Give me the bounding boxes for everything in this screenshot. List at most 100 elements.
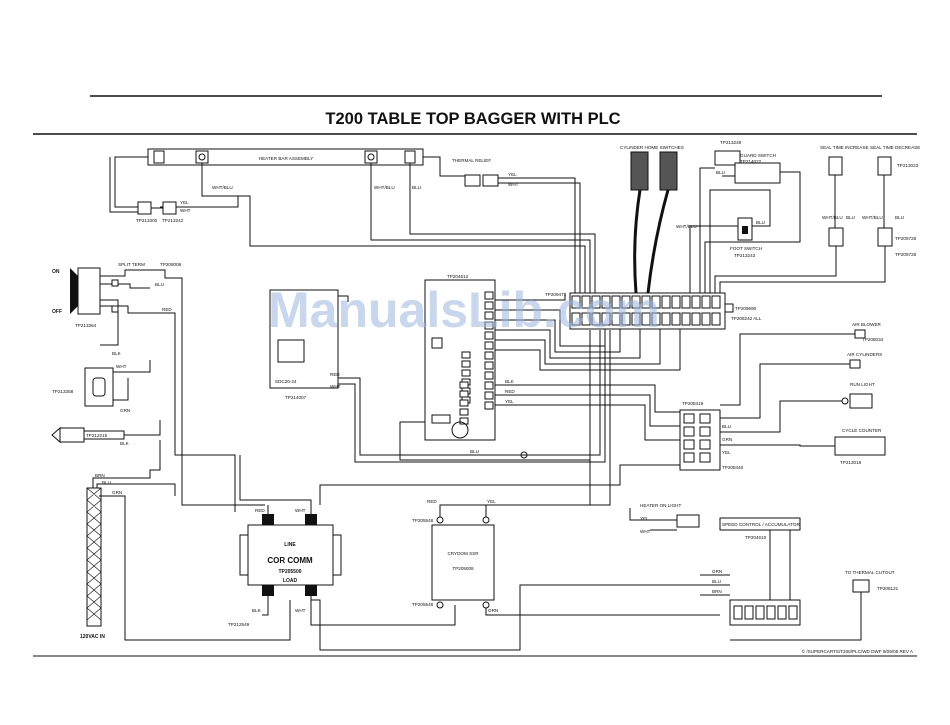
terminal-strip-cell (601, 295, 611, 309)
terminal-strip-cell (631, 312, 641, 326)
wire-label-red-4: RED (255, 508, 265, 513)
tp213242-label: TP213242 (162, 218, 184, 223)
wire-label-blu-8: BLU (470, 449, 479, 454)
tp208242-label: TP208242 ALL (731, 316, 762, 321)
terminal-strip-cell (631, 295, 641, 309)
seal-decrease-connector (877, 227, 893, 247)
tp213358-label: TP213358 (52, 389, 74, 394)
wire-label-blk-4: BLK (252, 608, 262, 613)
terminal-strip-cell (681, 312, 691, 326)
terminal-strip-cell (571, 295, 581, 309)
wire-label-wht-5: WHT (295, 508, 306, 513)
filter-brand-label: COR COMM (267, 556, 313, 565)
tp213364-label: TP213364 (75, 323, 97, 328)
air-cylinders-connector (849, 359, 861, 369)
seal-increase-connector (828, 227, 844, 247)
terminal-strip-cell (641, 295, 651, 309)
thermal-relief-socket (482, 174, 499, 187)
plc-terminal (484, 371, 494, 380)
filter-tp-label: TP205500 (278, 569, 301, 575)
terminal-strip-cell (701, 295, 711, 309)
footer-text: © /SUPERCARTS/T200/PLC/WD DWF 9/09/05 RE… (802, 648, 914, 654)
seal-decrease-pot (877, 156, 892, 176)
thermal-cutout-label: TO THERMAL CUTOUT (845, 570, 895, 575)
seal-time-decrease-label: SEAL TIME DECREASE (870, 145, 920, 150)
wire-label-red-2: RED (330, 372, 340, 377)
wire-label-blu-10: BLU (712, 579, 721, 584)
plc-terminal (484, 381, 494, 390)
wire-label-grn-4: GRN (488, 608, 498, 613)
terminal-strip-cell (581, 312, 591, 326)
cylinder-switch-2 (659, 151, 678, 191)
heater-on-light (676, 514, 700, 528)
wire-label-wht-blu-4: WHT/BLU (822, 215, 843, 220)
wire-label-grn-3: GRN (722, 437, 732, 442)
page-title: T200 TABLE TOP BAGGER WITH PLC (325, 110, 620, 128)
plc-terminal (484, 391, 494, 400)
plc-terminal (459, 381, 469, 389)
wire-label-brn-2: BRN (712, 589, 722, 594)
wire-label-wht-blu-2: WHT/BLU (374, 185, 395, 190)
terminal-strip-cell (711, 312, 721, 326)
terminal-strip-cell (661, 312, 671, 326)
plc-terminal (461, 351, 471, 359)
cycle-counter-label: CYCLE COUNTER (842, 428, 882, 433)
wire-label-yel-5: YEL (487, 499, 496, 504)
tp208440-label: TP208440 (722, 465, 744, 470)
heater-connector-b (162, 201, 177, 215)
plc-terminal (484, 361, 494, 370)
tp213300-label: TP213300 (136, 218, 158, 223)
heater-connector-a (137, 201, 152, 215)
power-cord (86, 487, 102, 627)
cylinder-home-label: CYLINDER HOME SWITCHES (620, 145, 684, 150)
relay-terminal (699, 452, 711, 463)
wire-label-yel-4: YEL (722, 450, 731, 455)
wire-label-blu-7: BLU (102, 480, 111, 485)
on-off-switch (77, 267, 101, 315)
speed-control-terminal (733, 605, 743, 620)
ssr-tp-label: TP205008 (452, 566, 474, 571)
tp205548-label: TP205548 (412, 518, 434, 523)
fuse-holder (59, 427, 85, 443)
relay-terminal (683, 413, 695, 424)
terminal-strip-cell (571, 312, 581, 326)
terminal-strip-cell (581, 295, 591, 309)
run-light-label: RUN LIGHT (850, 382, 875, 387)
heater-bar-label: HEATER BAR ASSEMBLY (259, 156, 313, 161)
plc-terminal (484, 351, 494, 360)
heater-on-light-label: HEATER ON LIGHT (640, 503, 681, 508)
wire-label-wht-2: WHT (180, 208, 191, 213)
filter-load-label: LOAD (283, 578, 298, 584)
relay-terminal (683, 426, 695, 437)
tp209728-b-label: TP209728 (895, 252, 917, 257)
terminal-strip-cell (651, 295, 661, 309)
tp205548-label-2: TP205548 (412, 602, 434, 607)
guard-switch (734, 162, 781, 184)
plc-terminal (484, 321, 494, 330)
tp208034-label: TP208034 (862, 337, 884, 342)
terminal-strip-cell (611, 295, 621, 309)
line-filter (247, 524, 334, 586)
ssr-brand-label: CRYDOM SSR (447, 551, 479, 556)
relay-terminal (683, 452, 695, 463)
wire-label-blu-4: BLU (846, 215, 855, 220)
seal-increase-pot (828, 156, 843, 176)
wire-label-grn-1: GRN (120, 408, 130, 413)
wire-label-grn-2: GRN (112, 490, 122, 495)
plc-terminal (484, 291, 494, 300)
tp213249-top-label: TP213249 (720, 140, 742, 145)
guard-switch-label: GUARD SWITCH (740, 153, 776, 158)
seal-time-increase-label: SEAL TIME INCREASE (820, 145, 869, 150)
vac-in-label: 120VAC IN (80, 634, 105, 640)
speed-control-terminal (788, 605, 798, 620)
wire-label-blu-3: BLU (756, 220, 765, 225)
wire-label-blu-6: BLU (155, 282, 164, 287)
wire-label-yel-1: YEL (508, 172, 517, 177)
wire-label-red-5: RED (427, 499, 437, 504)
terminal-strip-cell (621, 312, 631, 326)
terminal-strip-cell (651, 312, 661, 326)
filter-line-label: LINE (284, 542, 296, 548)
wire-label-wht-4: WHT (330, 384, 341, 389)
watermark: ManualsLib.com (268, 282, 660, 338)
